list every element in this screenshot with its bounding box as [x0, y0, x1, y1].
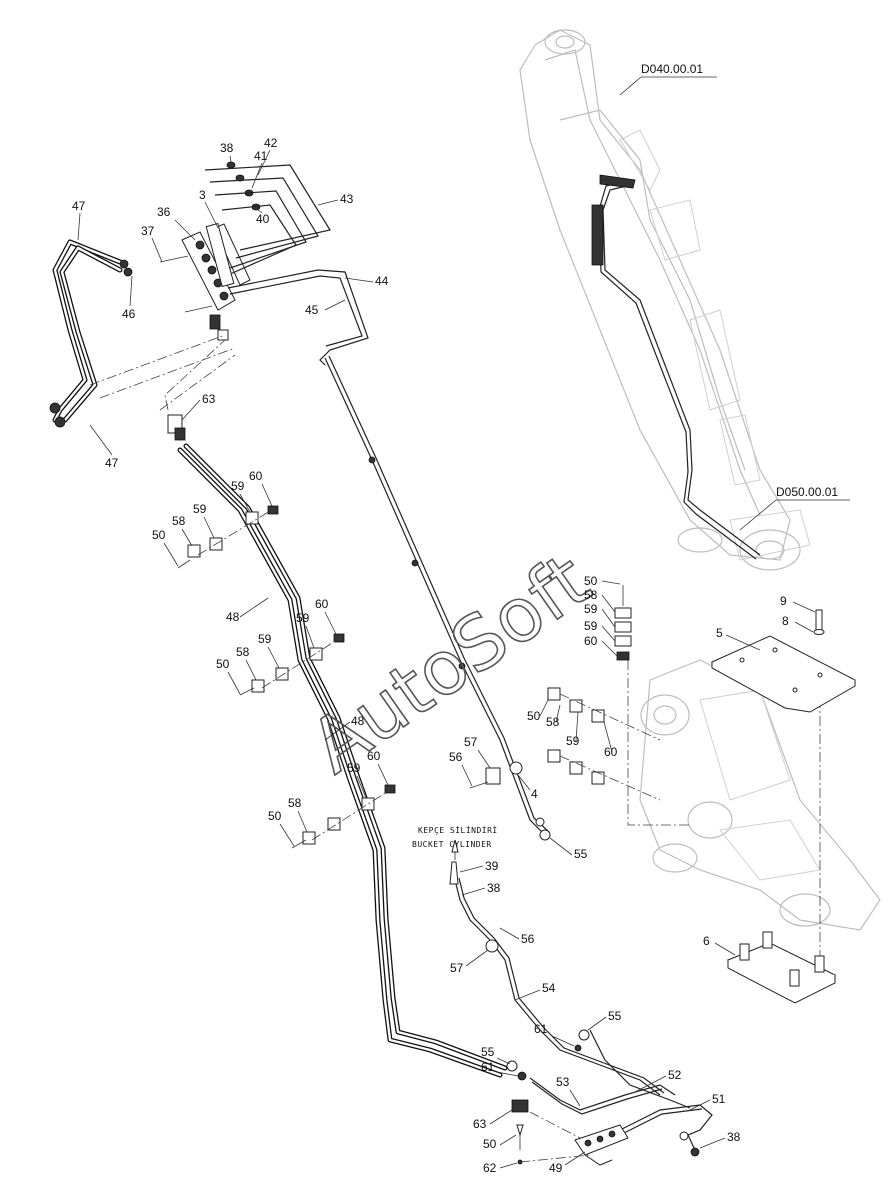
callout-55-b: 55	[481, 1045, 495, 1059]
callout-46: 46	[122, 307, 136, 321]
bucket-cylinder-note: KEPÇE SİLİNDİRİ BUCKET CYLINDER	[412, 825, 498, 849]
callout-56-mid: 56	[449, 750, 463, 764]
arm-bracket-ghost	[627, 659, 881, 960]
callout-47-top: 47	[72, 199, 86, 213]
boom-reference: D040.00.01	[619, 62, 717, 96]
callout-59-d: 59	[258, 632, 272, 646]
hose-51	[619, 1104, 713, 1157]
callout-51: 51	[712, 1092, 726, 1106]
callout-50-right: 50	[584, 574, 598, 588]
callout-48-b: 48	[351, 714, 365, 728]
callout-5: 5	[716, 626, 723, 640]
callout-59-right-b: 59	[584, 619, 598, 633]
callout-54: 54	[542, 981, 556, 995]
callout-3: 3	[199, 188, 206, 202]
hose-47	[49, 239, 236, 428]
callouts: 38 42 41 43 3 40 36 37 47 46 44 45 63 47…	[72, 136, 816, 1175]
callout-9: 9	[780, 594, 787, 608]
callout-63-low: 63	[473, 1117, 487, 1131]
callout-48-a: 48	[226, 610, 240, 624]
callout-41: 41	[254, 149, 268, 163]
callout-37: 37	[141, 224, 155, 238]
callout-52: 52	[668, 1068, 682, 1082]
callout-58-b: 58	[236, 645, 250, 659]
callout-59-a: 59	[231, 479, 245, 493]
clamp-group-2	[239, 633, 345, 696]
callout-56-low: 56	[521, 932, 535, 946]
callout-59-b: 59	[193, 502, 207, 516]
callout-59-right-a: 59	[584, 602, 598, 616]
callout-61-b: 61	[481, 1060, 495, 1074]
callout-45: 45	[305, 303, 319, 317]
callout-42: 42	[264, 136, 278, 150]
callout-40: 40	[256, 212, 270, 226]
callout-38-mid: 38	[487, 881, 501, 895]
callout-39: 39	[485, 859, 499, 873]
fitting-63-lower	[511, 1099, 529, 1165]
callout-60-c: 60	[367, 749, 381, 763]
callout-4: 4	[531, 787, 538, 801]
callout-59-c: 59	[296, 611, 310, 625]
callout-8: 8	[782, 614, 789, 628]
clamp-57-4	[469, 761, 523, 789]
hose-48	[164, 339, 508, 1078]
callout-55-mid: 55	[574, 847, 588, 861]
callout-63-top: 63	[202, 392, 216, 406]
clamp-group-1	[177, 505, 279, 569]
arm-ref-label: D050.00.01	[776, 485, 838, 499]
callout-58-a: 58	[172, 514, 186, 528]
callout-36: 36	[157, 205, 171, 219]
callout-60-b: 60	[315, 597, 329, 611]
callout-6: 6	[703, 934, 710, 948]
callout-50-low: 50	[483, 1137, 497, 1151]
valve-manifold	[159, 161, 551, 841]
callout-57-low: 57	[450, 961, 464, 975]
callout-44: 44	[375, 274, 389, 288]
plate-6	[726, 931, 837, 1004]
callout-58-right: 58	[584, 588, 598, 602]
callout-47-bottom: 47	[105, 456, 119, 470]
callout-58-side: 58	[546, 715, 560, 729]
clamp-group-3	[291, 784, 396, 849]
boom-ref-label: D040.00.01	[641, 62, 703, 76]
callout-59-e: 59	[347, 761, 361, 775]
clamp-group-4	[547, 585, 661, 801]
callout-53: 53	[556, 1075, 570, 1089]
callout-62: 62	[483, 1161, 497, 1175]
callout-61-a: 61	[534, 1022, 548, 1036]
callout-60-side: 60	[604, 745, 618, 759]
callout-50-side: 50	[527, 709, 541, 723]
callout-59-side-a: 59	[566, 734, 580, 748]
callout-49: 49	[549, 1161, 563, 1175]
callout-50-b: 50	[216, 657, 230, 671]
note-line-1: KEPÇE SİLİNDİRİ	[418, 825, 498, 835]
callout-43: 43	[340, 192, 354, 206]
callout-55-low: 55	[608, 1009, 622, 1023]
callout-50-c: 50	[268, 809, 282, 823]
callout-60-a: 60	[249, 469, 263, 483]
callout-38-low: 38	[727, 1130, 741, 1144]
manifold-49	[519, 1111, 629, 1166]
hose-52-53	[506, 1029, 691, 1115]
note-line-2: BUCKET CYLINDER	[412, 840, 492, 849]
callout-60-right: 60	[584, 634, 598, 648]
callout-38-top: 38	[220, 141, 234, 155]
callout-50-a: 50	[152, 528, 166, 542]
arm-reference: D050.00.01	[739, 485, 850, 531]
callout-58-c: 58	[288, 796, 302, 810]
callout-57-mid: 57	[464, 735, 478, 749]
plate-5	[710, 609, 857, 713]
boom-assembly-ghost	[519, 29, 811, 571]
